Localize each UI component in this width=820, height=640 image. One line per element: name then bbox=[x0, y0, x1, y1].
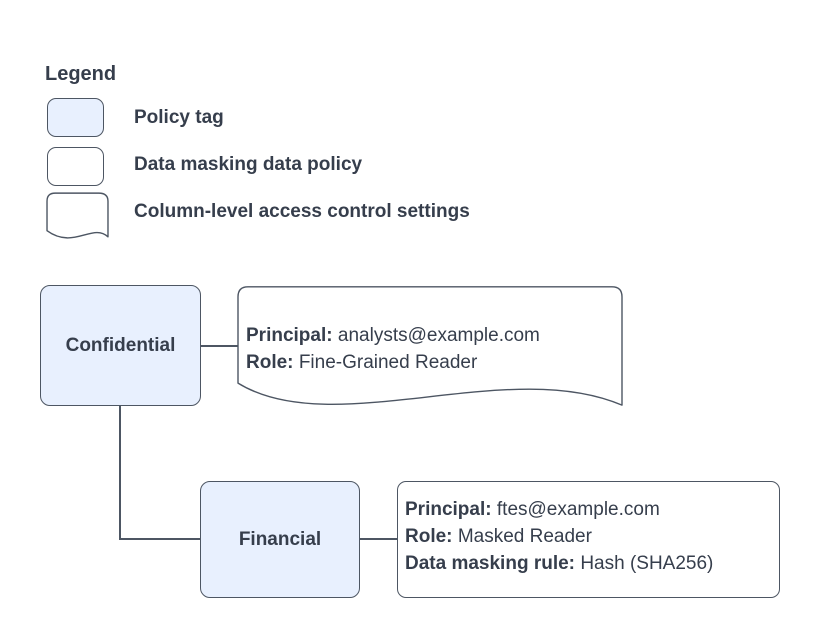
legend-item bbox=[47, 98, 104, 137]
card-line-value: Masked Reader bbox=[457, 526, 592, 547]
card-line: Role:Masked Reader bbox=[405, 523, 713, 550]
legend-item-label: Policy tag bbox=[134, 107, 224, 128]
masking-card-text: Principal:ftes@example.com Role:Masked R… bbox=[405, 496, 713, 577]
data-masking-policy-swatch bbox=[47, 147, 104, 186]
connector-confidential-financial-vertical bbox=[119, 406, 121, 539]
card-line-value: analysts@example.com bbox=[337, 325, 540, 346]
data-masking-policy-card bbox=[397, 481, 780, 598]
card-line-label: Principal: bbox=[405, 499, 492, 520]
card-line-label: Principal: bbox=[246, 325, 333, 346]
card-line-value: Fine-Grained Reader bbox=[298, 352, 478, 373]
card-line-label: Data masking rule: bbox=[405, 553, 575, 574]
legend-item bbox=[47, 147, 104, 186]
card-line-value: Hash (SHA256) bbox=[580, 553, 714, 574]
connector-financial-masking-card bbox=[360, 538, 397, 540]
card-line: Data masking rule:Hash (SHA256) bbox=[405, 550, 713, 577]
access-settings-card-text: Principal:analysts@example.com Role:Fine… bbox=[246, 322, 540, 376]
document-swatch bbox=[46, 192, 109, 241]
policy-tag-label: Financial bbox=[238, 528, 322, 550]
policy-tag-confidential: Confidential bbox=[40, 285, 201, 406]
policy-tag-label: Confidential bbox=[65, 334, 176, 356]
card-line-value: ftes@example.com bbox=[496, 499, 660, 520]
document-shape bbox=[237, 285, 623, 409]
card-line-label: Role: bbox=[246, 352, 294, 373]
legend-item-label: Column-level access control settings bbox=[134, 201, 470, 222]
connector-confidential-access-card bbox=[201, 345, 238, 347]
card-line-label: Role: bbox=[405, 526, 453, 547]
card-line: Role:Fine-Grained Reader bbox=[246, 349, 540, 376]
policy-tag-swatch bbox=[47, 98, 104, 137]
policy-tag-financial: Financial bbox=[200, 481, 360, 598]
connector-confidential-financial-horizontal bbox=[119, 538, 200, 540]
card-line: Principal:analysts@example.com bbox=[246, 322, 540, 349]
card-line: Principal:ftes@example.com bbox=[405, 496, 713, 523]
legend-title: Legend bbox=[45, 63, 117, 85]
legend-item-label: Data masking data policy bbox=[134, 154, 363, 175]
